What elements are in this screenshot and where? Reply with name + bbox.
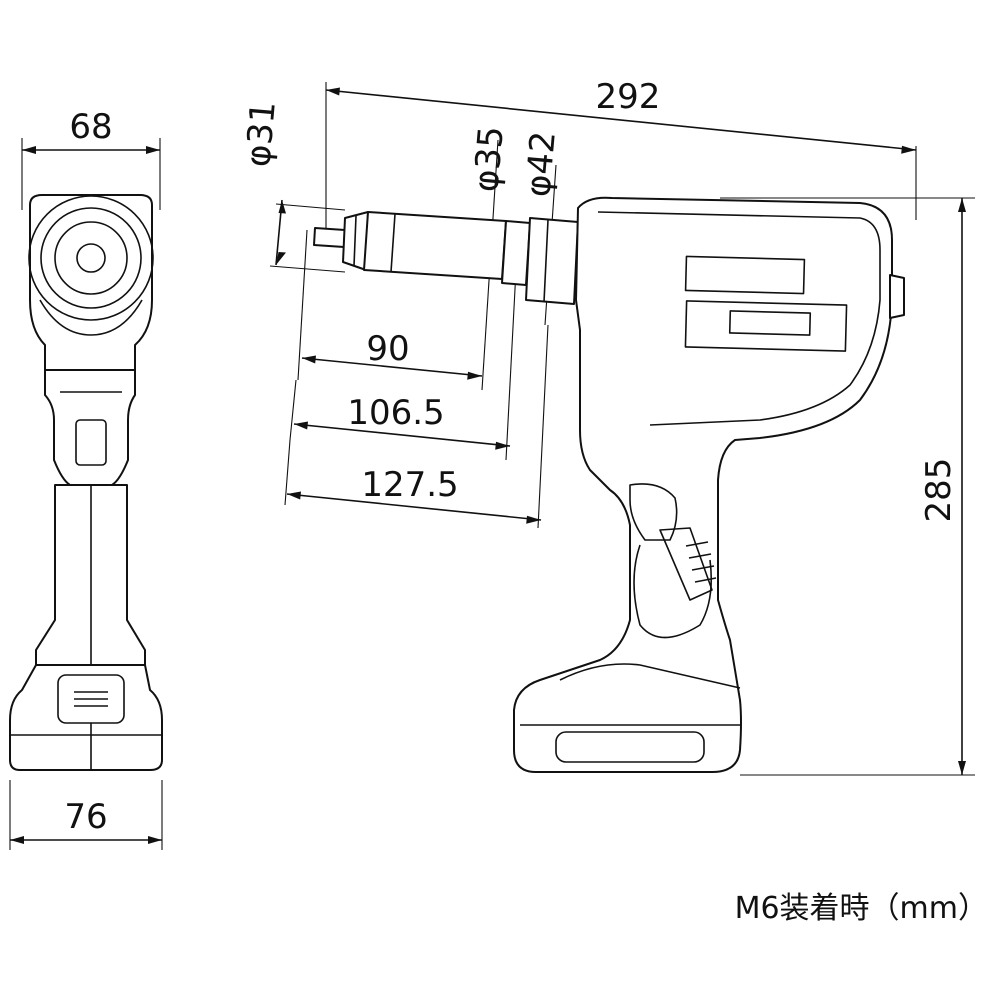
front-view: 68: [9, 107, 163, 850]
dim-nose-127-label: 127.5: [361, 465, 458, 505]
dim-nose-90-label: 90: [366, 329, 409, 369]
dim-diameter-31: φ31: [238, 100, 346, 273]
side-body: [313, 196, 905, 773]
dim-overall-length-label: 292: [596, 77, 661, 117]
dim-diameter-31-label: φ31: [238, 100, 284, 169]
dim-nose-106: 106.5: [289, 269, 517, 461]
dim-head-width: 68: [21, 107, 161, 210]
dim-overall-length: 292: [325, 77, 917, 230]
dim-nose-90: 90: [297, 229, 483, 381]
dim-height-label: 285: [919, 458, 959, 523]
dim-diameter-35-label: φ35: [466, 125, 512, 194]
dim-nose-106-label: 106.5: [347, 393, 444, 433]
dim-nose-127: 127.5: [284, 324, 549, 529]
front-body: [9, 194, 163, 771]
dim-head-width-label: 68: [69, 107, 112, 147]
side-view: 292 285 φ31 φ35 φ42: [238, 77, 975, 776]
dim-height: 285: [720, 197, 975, 776]
dim-diameter-42-label: φ42: [518, 130, 564, 199]
dim-base-width-label: 76: [64, 797, 107, 837]
dim-base-width: 76: [9, 780, 163, 850]
unit-caption: M6装着時（mm）: [735, 891, 988, 926]
dim-diameter-35: φ35: [466, 125, 512, 391]
